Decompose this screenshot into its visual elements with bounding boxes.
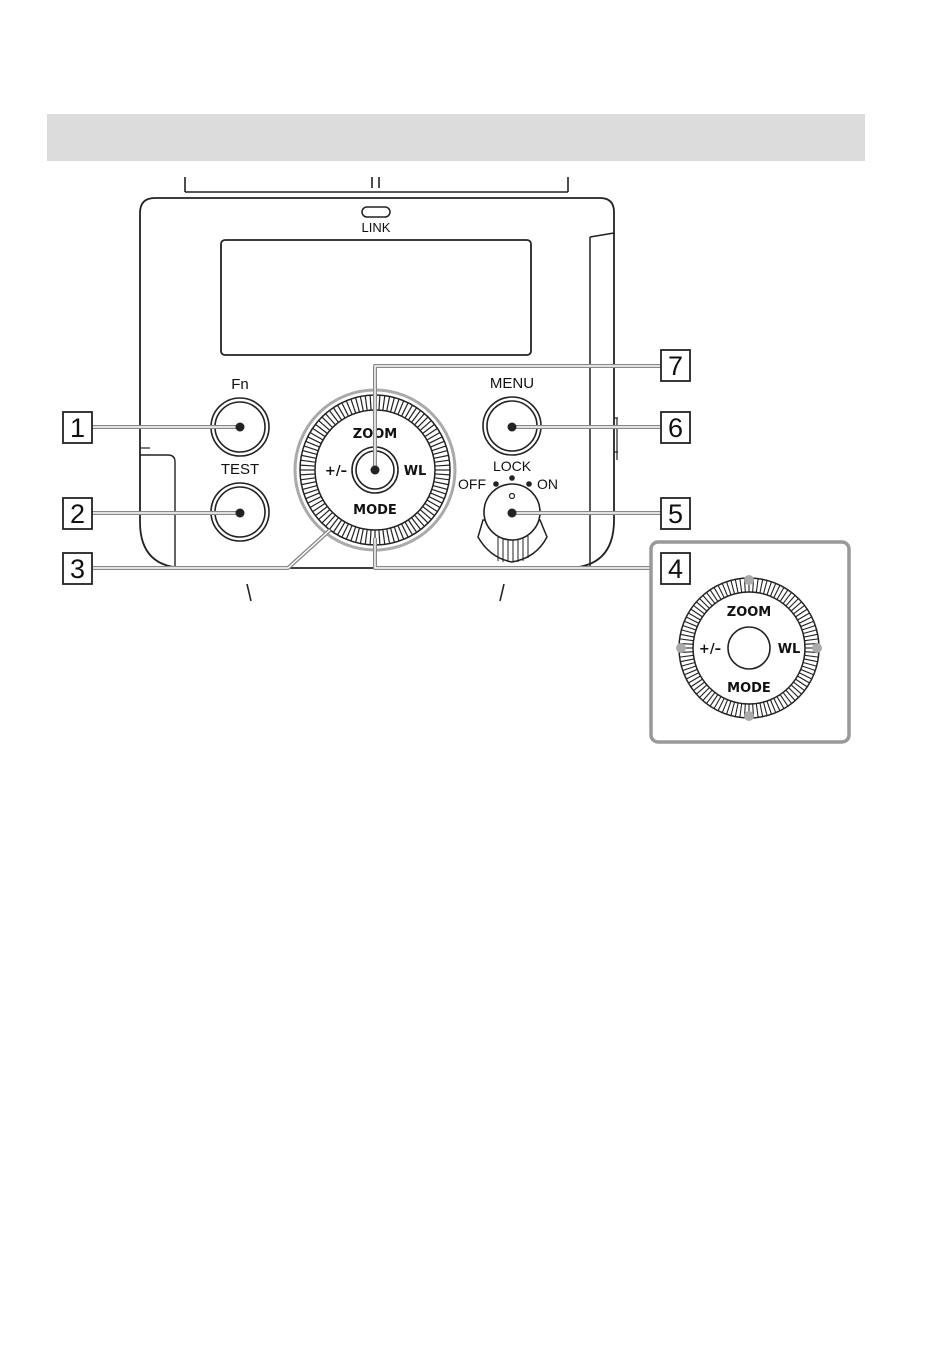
inset-wl-label: WL (778, 642, 801, 657)
lock-center-dot (509, 475, 515, 481)
lock-on-label: ON (537, 476, 558, 492)
callout-4: 4 (661, 553, 690, 584)
test-label: TEST (221, 461, 259, 478)
top-mount (185, 177, 568, 192)
dial-mode-label: MODE (353, 503, 397, 518)
svg-text:4: 4 (668, 554, 683, 584)
inset-zoom-label: ZOOM (727, 605, 771, 620)
inset-mode-label: MODE (727, 681, 771, 696)
link-lamp (362, 207, 390, 217)
lock-label: LOCK (493, 458, 532, 474)
dial-plusminus-label: +/– (325, 464, 347, 479)
svg-text:1: 1 (70, 413, 85, 443)
menu-label: MENU (490, 375, 534, 392)
svg-text:2: 2 (70, 499, 85, 529)
link-label: LINK (362, 220, 391, 235)
lcd-screen (221, 240, 531, 355)
callout-3: 3 (63, 553, 92, 584)
lock-off-label: OFF (458, 476, 486, 492)
callout-2: 2 (63, 498, 92, 529)
lock-off-dot (493, 481, 499, 487)
svg-text:7: 7 (668, 351, 683, 381)
leg-left (247, 584, 251, 601)
inset-plusminus-label: +/– (699, 642, 721, 657)
callout-6: 6 (661, 412, 690, 443)
svg-text:5: 5 (668, 499, 683, 529)
lock-on-dot (526, 481, 532, 487)
callout-1: 1 (63, 412, 92, 443)
svg-text:3: 3 (70, 554, 85, 584)
callout-7: 7 (661, 350, 690, 381)
fn-label: Fn (231, 376, 249, 393)
dial-wl-label: WL (404, 464, 427, 479)
callout-5: 5 (661, 498, 690, 529)
leg-right (500, 584, 504, 601)
svg-text:6: 6 (668, 413, 683, 443)
